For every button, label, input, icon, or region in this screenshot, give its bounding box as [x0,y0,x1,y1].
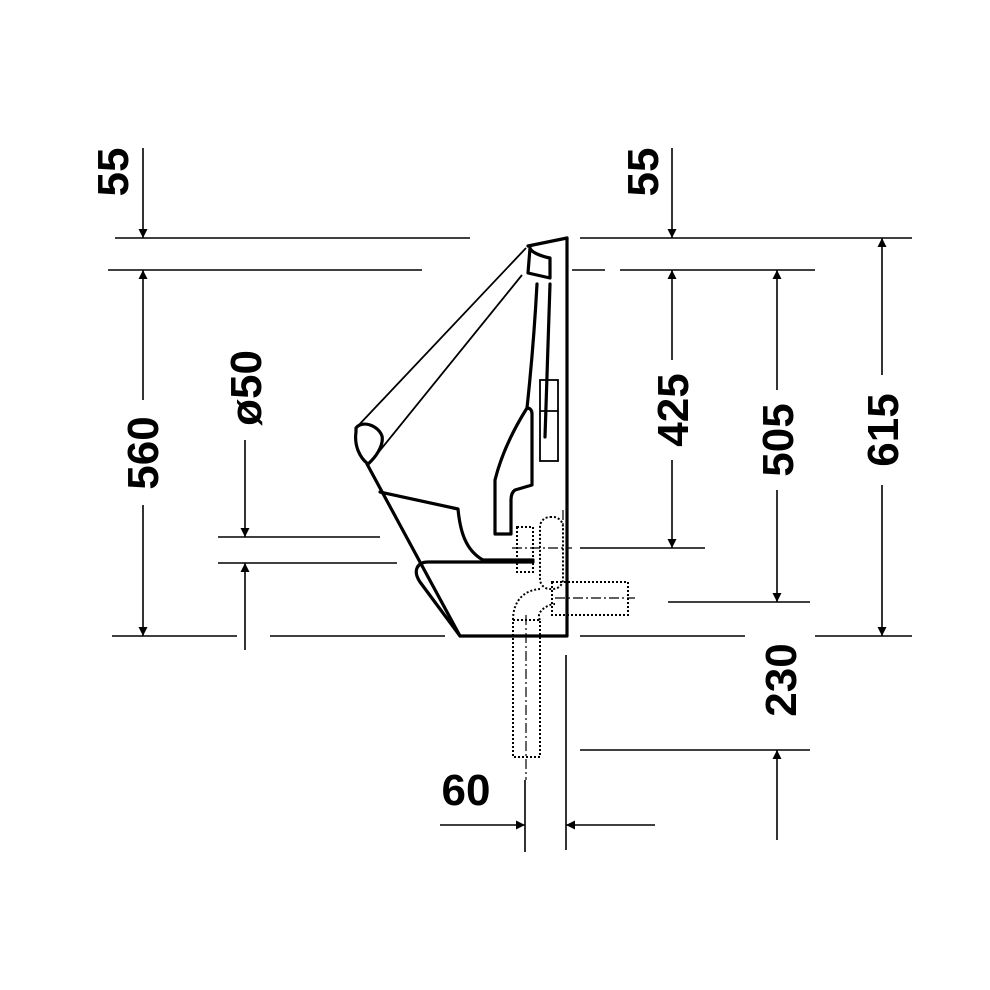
dim-60: 60 [442,766,491,815]
dimension-lines [138,148,887,840]
dim-diameter-50: ø50 [222,350,271,426]
extension-lines [108,237,912,852]
dim-425: 425 [649,373,698,446]
dimension-labels: 55 560 ø50 55 425 505 615 230 60 [89,148,908,815]
dim-230: 230 [757,643,806,716]
urinal-body [354,236,572,638]
dim-615: 615 [859,393,908,466]
dim-505: 505 [754,403,803,476]
dim-560: 560 [119,416,168,489]
trap-and-drain-pipe [510,510,635,780]
dim-top-right-55: 55 [619,148,668,197]
dim-top-left-55: 55 [89,148,138,197]
